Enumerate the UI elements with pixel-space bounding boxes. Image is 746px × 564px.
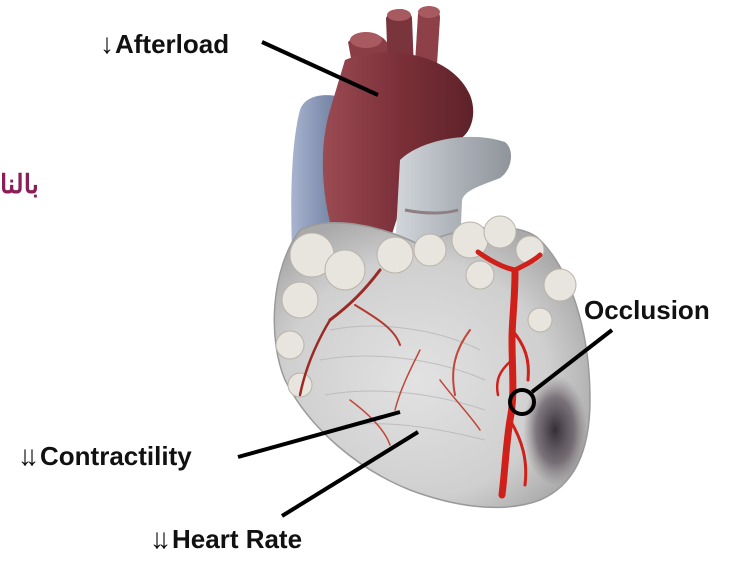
contractility-label: ↓↓ Contractility: [18, 442, 192, 470]
heart-rate-label: ↓↓ Heart Rate: [150, 525, 302, 553]
heart-rate-text: Heart Rate: [172, 524, 302, 554]
side-arabic-text: بالنا: [0, 172, 39, 198]
contractility-text: Contractility: [40, 441, 192, 471]
afterload-text: Afterload: [115, 29, 229, 59]
down-arrow-icon: ↓: [100, 30, 107, 58]
down-arrow-icon: ↓↓: [150, 525, 164, 553]
down-arrow-icon: ↓↓: [18, 442, 32, 470]
occlusion-text: Occlusion: [584, 295, 710, 325]
afterload-label: ↓ Afterload: [100, 30, 229, 58]
occlusion-label: Occlusion: [584, 297, 710, 323]
